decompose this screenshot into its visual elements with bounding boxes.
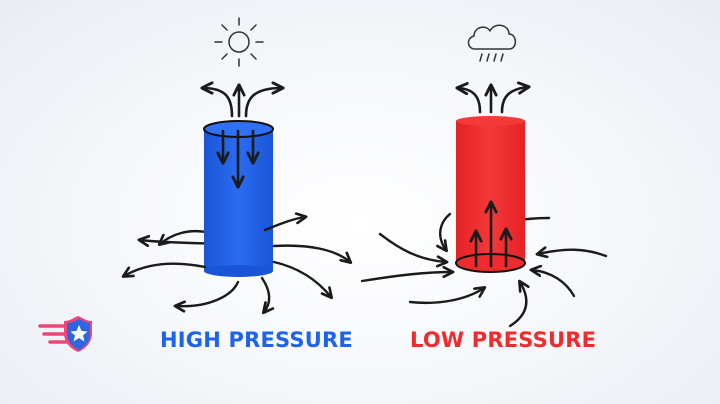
- outflow-arrow: [272, 260, 331, 297]
- low-pressure-system: [360, 24, 608, 328]
- high-pressure-column: [203, 120, 274, 277]
- air-diverging-arrows: [203, 86, 282, 118]
- inflow-arrow: [360, 272, 452, 283]
- shield-star-logo: [38, 316, 92, 352]
- inflow-arrow: [440, 212, 452, 250]
- inflow-arrows: [360, 232, 608, 328]
- rain-cloud-icon: [467, 24, 517, 62]
- sun-icon: [214, 17, 264, 67]
- low-pressure-label: LOW PRESSURE: [410, 328, 597, 352]
- inflow-arrow: [532, 270, 576, 298]
- rising-air-arrows: [476, 203, 506, 268]
- inflow-arrow: [378, 232, 446, 262]
- outflow-arrow: [260, 276, 269, 312]
- outflow-arrow: [124, 262, 207, 276]
- outflow-arrows: [124, 217, 350, 312]
- sinking-air-arrows: [223, 129, 253, 186]
- inflow-arrow: [538, 250, 608, 256]
- inflow-arrow: [408, 288, 484, 305]
- outflow-arrow: [263, 217, 305, 232]
- high-pressure-label: HIGH PRESSURE: [160, 328, 353, 352]
- inflow-arrow: [508, 282, 526, 328]
- air-rising-arrows: [458, 86, 528, 114]
- outflow-arrow: [176, 280, 240, 306]
- outflow-arrow: [272, 244, 350, 262]
- high-pressure-system: [124, 17, 350, 312]
